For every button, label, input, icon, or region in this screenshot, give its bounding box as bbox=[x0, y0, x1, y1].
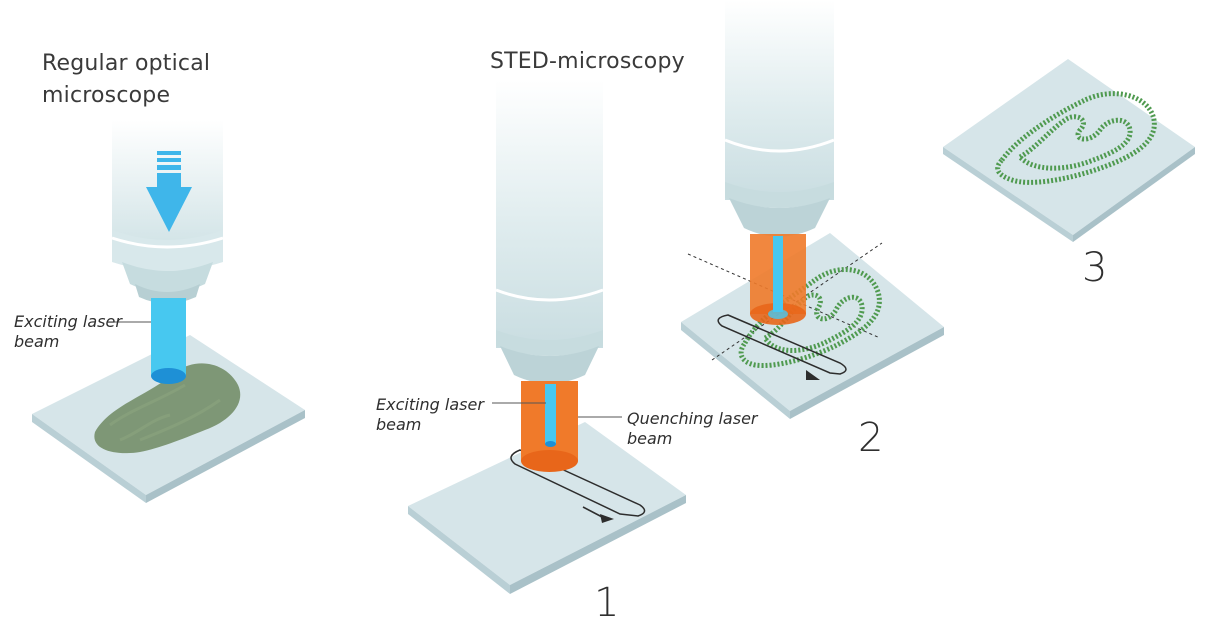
step1-objective bbox=[495, 80, 604, 384]
regular-exciting-beam bbox=[151, 298, 186, 384]
step1-slide bbox=[408, 422, 686, 594]
sted-step3-group bbox=[943, 59, 1195, 242]
step1-scan-path bbox=[510, 449, 646, 517]
regular-title-line2: microscope bbox=[42, 83, 171, 108]
step1-exciting-beam bbox=[545, 384, 556, 447]
mid-exciting-line1: Exciting laser bbox=[376, 395, 484, 414]
sted-step2-group bbox=[681, 0, 944, 419]
step-number-2: 2 bbox=[858, 415, 884, 461]
quenching-line2: beam bbox=[627, 429, 673, 448]
mid-exciting-label: Exciting laser beam bbox=[376, 395, 484, 435]
left-exciting-line1: Exciting laser bbox=[14, 312, 122, 331]
regular-microscope-group bbox=[32, 120, 305, 503]
step3-slide bbox=[943, 59, 1195, 242]
regular-microscope-title: Regular optical microscope bbox=[42, 50, 210, 110]
left-exciting-line2: beam bbox=[14, 332, 60, 351]
quenching-label: Quenching laser beam bbox=[627, 409, 758, 449]
step2-exciting-beam bbox=[773, 236, 783, 312]
down-arrow-icon bbox=[146, 151, 192, 232]
step2-slide bbox=[681, 233, 944, 419]
left-exciting-label: Exciting laser beam bbox=[14, 312, 122, 352]
regular-sample-blob bbox=[94, 363, 241, 454]
sted-step1-group bbox=[408, 80, 686, 594]
step3-mitochondrion bbox=[995, 91, 1157, 185]
step2-objective bbox=[724, 0, 835, 237]
regular-title-line1: Regular optical bbox=[42, 51, 211, 76]
step-number-1: 1 bbox=[594, 580, 620, 626]
quenching-line1: Quenching laser bbox=[627, 409, 758, 428]
step-number-3: 3 bbox=[1082, 245, 1108, 291]
mid-exciting-line2: beam bbox=[376, 415, 422, 434]
sted-title: STED-microscopy bbox=[490, 49, 685, 74]
